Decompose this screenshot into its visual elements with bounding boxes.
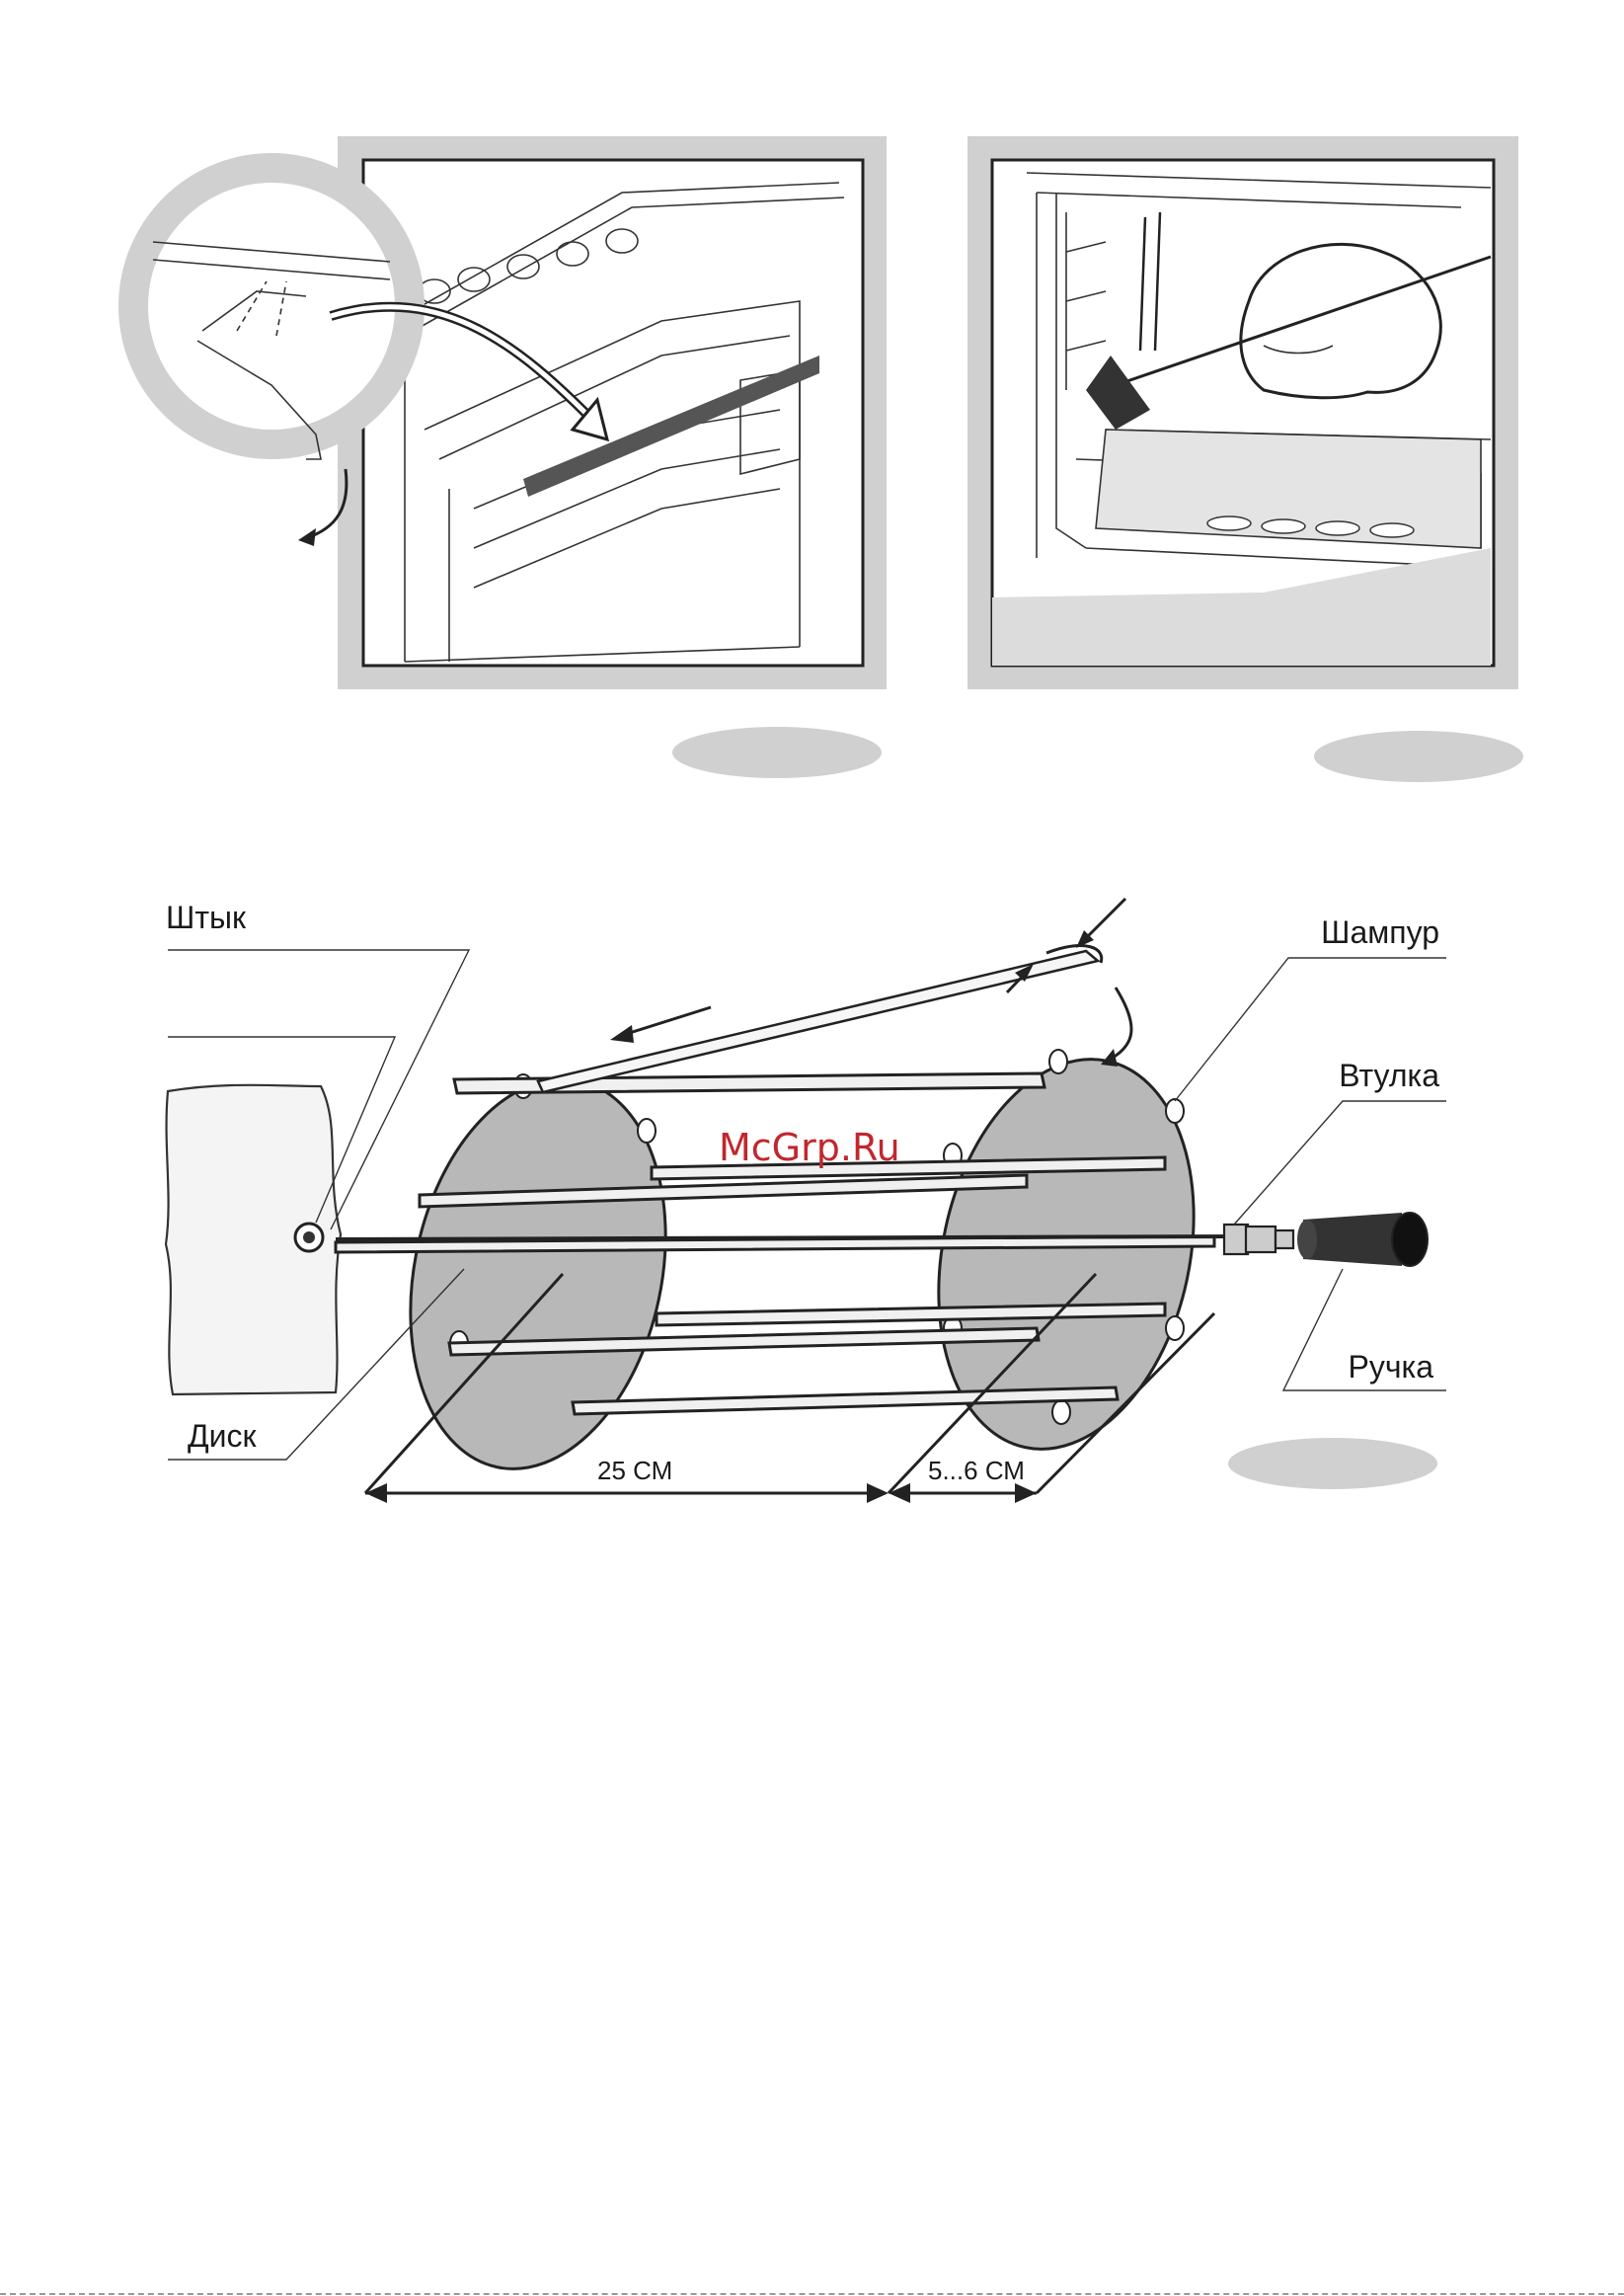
figure-oven-chicken [967, 133, 1520, 825]
figure-oven-hook [109, 133, 898, 825]
dimension-main-length: 25 СМ [597, 1456, 672, 1485]
label-ruchka: Ручка [1348, 1349, 1433, 1385]
figure-number-badge [671, 726, 884, 780]
page-bottom-rule [0, 2293, 1624, 2295]
label-shampur: Шампур [1321, 914, 1439, 950]
label-vtulka: Втулка [1339, 1058, 1439, 1093]
figure-number-badge [1313, 730, 1525, 784]
watermark: McGrp.Ru [719, 1126, 900, 1169]
label-shtyk: Штык [166, 900, 247, 935]
figure-rotisserie-assembly: Штык Диск Шампур Втулка Ручка 25 СМ 5...… [0, 879, 1624, 1531]
dimension-end-length: 5...6 СМ [928, 1456, 1025, 1485]
figure-number-badge [1228, 1438, 1437, 1489]
label-disk: Диск [188, 1418, 258, 1454]
